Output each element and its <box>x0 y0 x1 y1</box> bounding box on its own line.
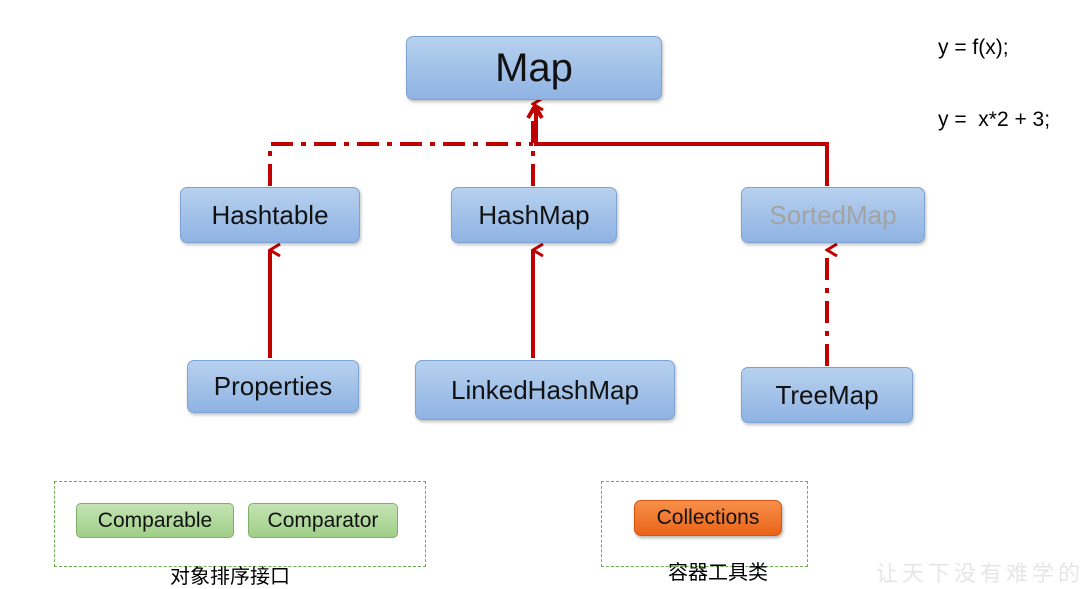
map-node: Map <box>406 36 662 100</box>
hashmap-node: HashMap <box>451 187 617 243</box>
linkedhashmap-label: LinkedHashMap <box>451 374 639 405</box>
properties-node: Properties <box>187 360 359 413</box>
sort-group-caption: 对象排序接口 <box>170 564 290 588</box>
formula-line-2: y = x*2 + 3; <box>938 108 1051 131</box>
map-label: Map <box>495 45 573 90</box>
hashtable-to-map-connector <box>268 142 533 186</box>
comparator-label: Comparator <box>267 508 379 532</box>
watermark-text: 让天下没有难学的 <box>876 562 1085 587</box>
hashtable-label: Hashtable <box>211 199 329 230</box>
map-arrowhead <box>526 102 544 120</box>
hashtable-node: Hashtable <box>180 187 360 243</box>
sortedmap-label: SortedMap <box>769 199 897 230</box>
sort-interfaces-group <box>54 481 426 567</box>
comparable-label: Comparable <box>97 508 213 532</box>
hashmap-label: HashMap <box>478 199 590 230</box>
comparator-box: Comparator <box>248 503 398 538</box>
comparable-box: Comparable <box>76 503 234 538</box>
sortedmap-node: SortedMap <box>741 187 925 243</box>
treemap-node: TreeMap <box>741 367 913 423</box>
collections-label: Collections <box>656 506 760 529</box>
properties-label: Properties <box>213 371 333 401</box>
utility-class-group <box>601 481 808 567</box>
treemap-label: TreeMap <box>775 379 879 410</box>
sortedmap-to-map-connector <box>534 110 829 186</box>
collections-box: Collections <box>634 500 782 536</box>
linkedhashmap-node: LinkedHashMap <box>415 360 675 420</box>
formula-line-1: y = f(x); <box>938 36 1009 59</box>
utility-group-caption: 容器工具类 <box>668 560 768 584</box>
formula-text: y = f(x); y = x*2 + 3; <box>938 0 1050 156</box>
